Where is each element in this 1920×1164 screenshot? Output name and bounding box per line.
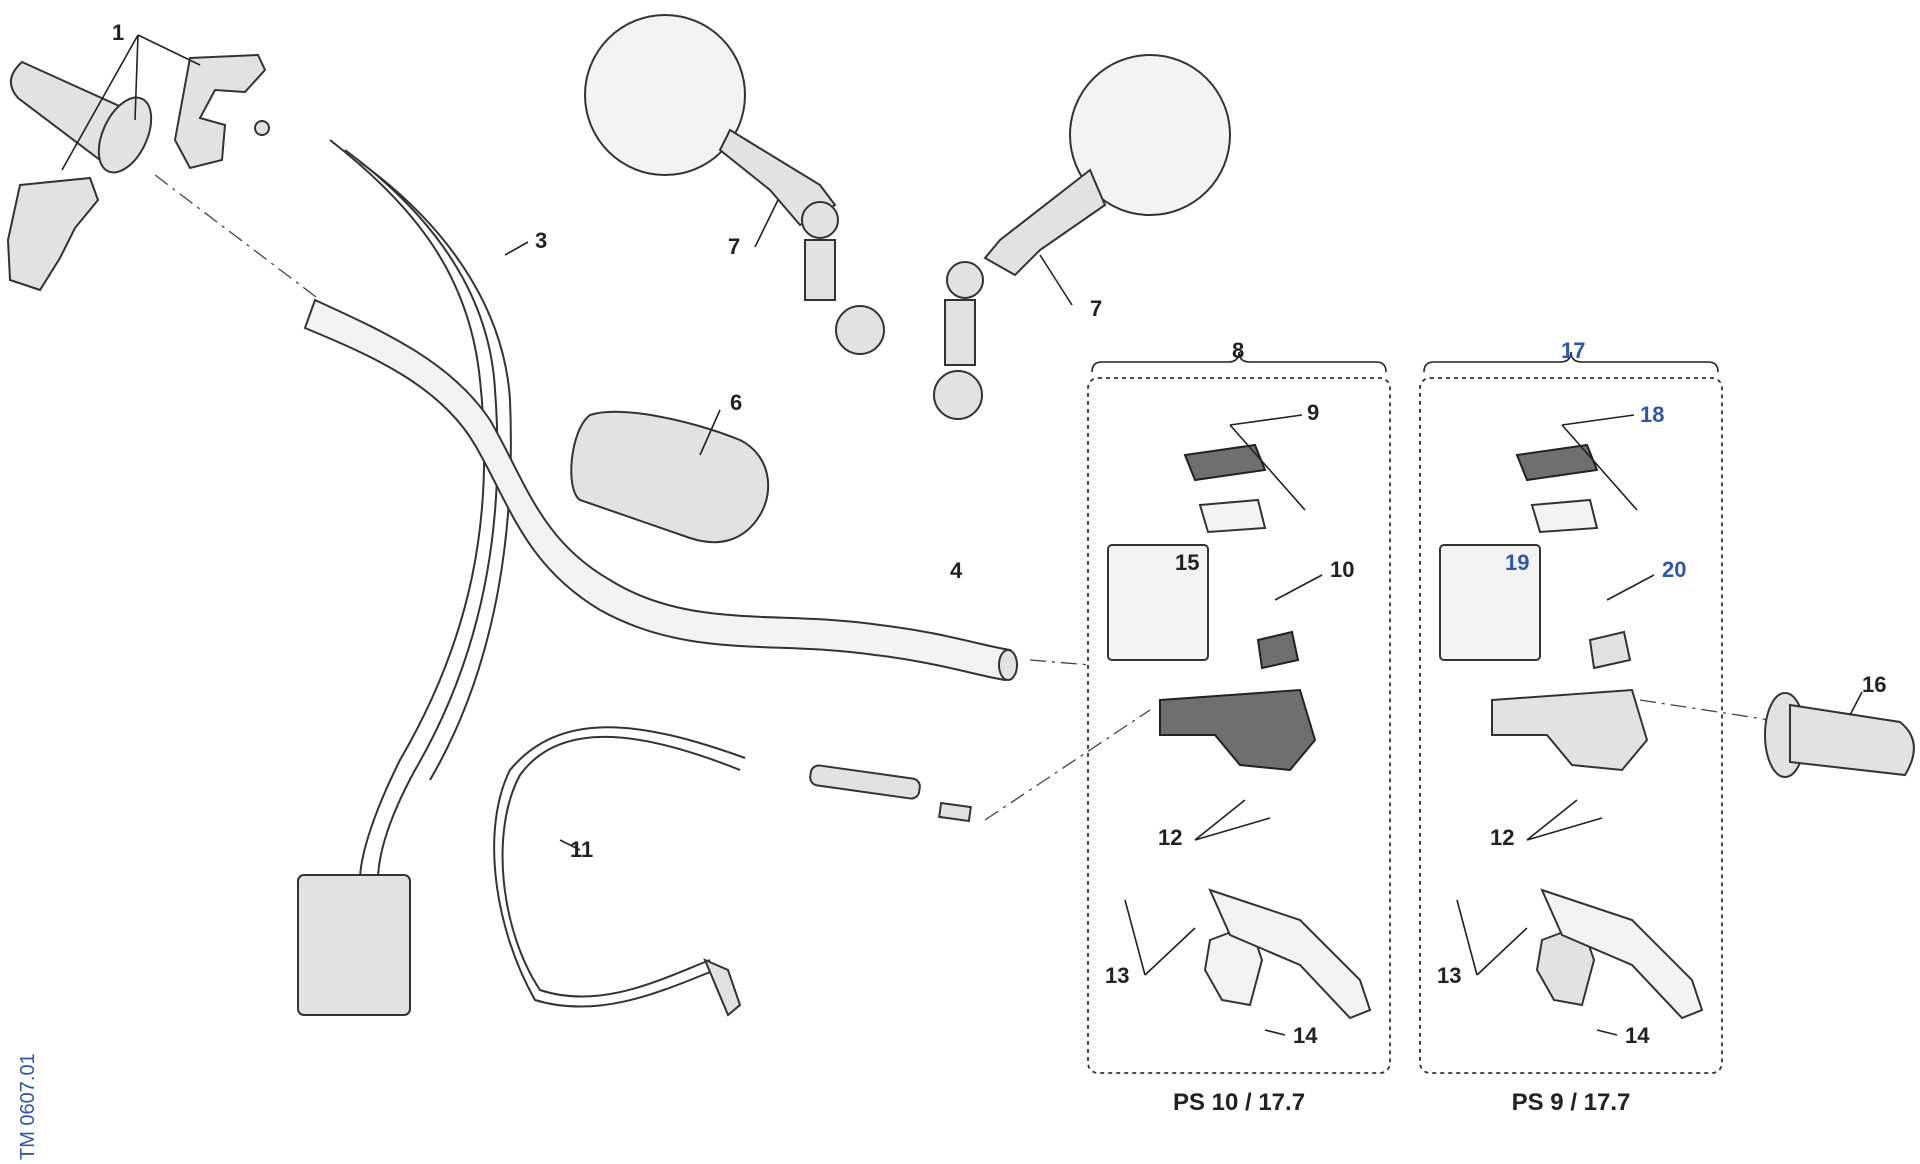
repair-kit-box bbox=[1439, 544, 1541, 661]
pad-body bbox=[570, 410, 770, 544]
throttle-housing-lower bbox=[6, 176, 100, 292]
callout-6: 6 bbox=[730, 390, 742, 415]
callout-12a: 12 bbox=[1158, 825, 1182, 850]
callout-13b: 13 bbox=[1437, 963, 1461, 988]
cap-gasket bbox=[1530, 498, 1599, 534]
callout-16: 16 bbox=[1862, 672, 1886, 697]
callout-12b: 12 bbox=[1490, 825, 1514, 850]
mirror-clamp bbox=[835, 305, 885, 355]
brake-master-cylinder-group-right bbox=[1419, 351, 1723, 1074]
clamp-half bbox=[1256, 630, 1300, 670]
switch-connector bbox=[297, 874, 411, 1016]
master-cylinder-body bbox=[1159, 688, 1317, 772]
cable-end-fitting bbox=[703, 958, 742, 1017]
housing-screw bbox=[254, 120, 270, 136]
mirror-stem bbox=[718, 128, 837, 227]
cable-adjuster bbox=[938, 801, 972, 823]
callout-20: 20 bbox=[1662, 557, 1686, 582]
callout-7a: 7 bbox=[728, 234, 740, 259]
callout-14a: 14 bbox=[1293, 1023, 1318, 1048]
callout-4: 4 bbox=[950, 558, 963, 583]
mirror-arm bbox=[944, 299, 976, 366]
drawing-code: TM 0607.01 bbox=[17, 1053, 39, 1160]
mirror-stem bbox=[983, 168, 1107, 277]
mirror-left bbox=[584, 14, 885, 355]
group-box bbox=[1419, 377, 1723, 1074]
mirror-right bbox=[933, 54, 1231, 420]
mirror-glass bbox=[1069, 54, 1231, 216]
handlebar-pad bbox=[570, 409, 770, 544]
handlebar-end bbox=[998, 649, 1018, 681]
group-title-right: PS 9 / 17.7 bbox=[1512, 1089, 1631, 1116]
callout-8: 8 bbox=[1232, 338, 1244, 363]
handlebar bbox=[303, 298, 1018, 682]
throttle-grip-assembly bbox=[6, 53, 270, 292]
callout-13a: 13 bbox=[1105, 963, 1129, 988]
brake-lever bbox=[1540, 888, 1704, 1020]
callout-9: 9 bbox=[1307, 400, 1319, 425]
callout-14b: 14 bbox=[1625, 1023, 1650, 1048]
cap-gasket bbox=[1198, 498, 1267, 534]
callout-15: 15 bbox=[1175, 550, 1199, 575]
repair-kit-box bbox=[1107, 544, 1209, 661]
mirror-arm bbox=[804, 239, 836, 301]
throttle-housing-upper bbox=[173, 53, 267, 170]
right-grip bbox=[1764, 691, 1915, 778]
callout-11: 11 bbox=[570, 837, 593, 862]
callout-19: 19 bbox=[1505, 550, 1529, 575]
mirror-joint bbox=[946, 261, 984, 299]
callout-3: 3 bbox=[535, 228, 547, 253]
grip-body bbox=[1789, 703, 1915, 777]
master-cylinder-body bbox=[1491, 688, 1649, 772]
mirror-joint bbox=[801, 201, 839, 239]
group-title-left: PS 10 / 17.7 bbox=[1173, 1089, 1305, 1116]
callout-17: 17 bbox=[1561, 338, 1585, 363]
callout-18: 18 bbox=[1640, 402, 1664, 427]
mirror-glass bbox=[584, 14, 746, 176]
callout-7b: 7 bbox=[1090, 296, 1102, 321]
brake-master-cylinder-group-left bbox=[1087, 351, 1391, 1074]
callout-1: 1 bbox=[112, 20, 124, 45]
reservoir-cap bbox=[1515, 443, 1599, 482]
grip-flange bbox=[97, 96, 153, 174]
group-box bbox=[1087, 377, 1391, 1074]
clamp-half bbox=[1588, 630, 1632, 670]
clutch-cable bbox=[493, 726, 972, 1017]
throttle-cables bbox=[297, 139, 529, 1016]
cable-sleeve bbox=[809, 764, 921, 800]
brake-lever bbox=[1208, 888, 1372, 1020]
reservoir-cap bbox=[1183, 443, 1267, 482]
mirror-clamp bbox=[933, 370, 983, 420]
callout-10: 10 bbox=[1330, 557, 1354, 582]
